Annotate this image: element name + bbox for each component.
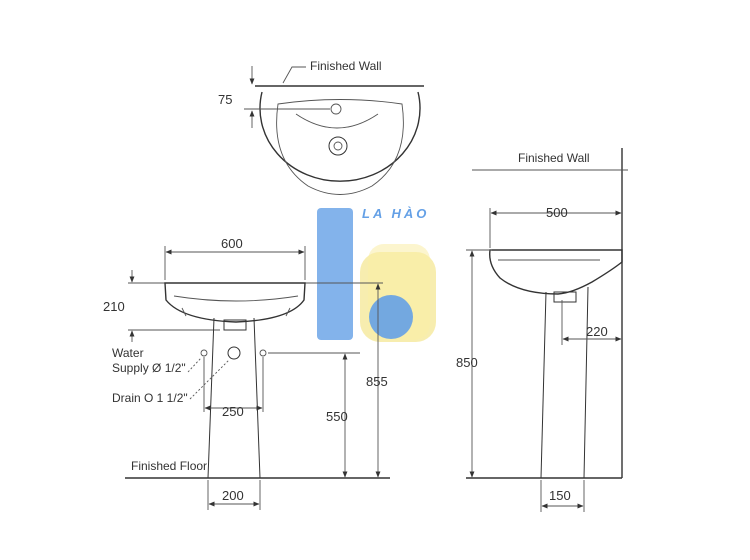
watermark-logo: LA HÀO <box>317 206 436 342</box>
dim-500: 500 <box>546 205 568 220</box>
dim-75: 75 <box>218 92 232 107</box>
side-view: Finished Wall 500 220 850 150 <box>456 148 628 512</box>
water-supply-left <box>200 349 208 357</box>
trap-side <box>553 291 577 303</box>
dim-855: 855 <box>366 374 388 389</box>
drain-hole-inner <box>333 141 343 151</box>
dim-550: 550 <box>326 409 348 424</box>
dim-150: 150 <box>549 488 571 503</box>
basin-front <box>164 282 306 323</box>
dim-200: 200 <box>222 488 244 503</box>
drain-outlet <box>227 346 241 360</box>
pedestal-side <box>540 286 589 479</box>
front-view: 600 210 Water Supply Ø 1/2" Drain O 1 1/… <box>103 236 390 510</box>
dim-600: 600 <box>221 236 243 251</box>
pedestal-front <box>207 317 261 479</box>
leader-finished-wall <box>282 66 306 84</box>
label-finished-wall-top: Finished Wall <box>310 59 382 73</box>
top-view: Finished Wall 75 <box>218 59 424 195</box>
dim-210: 210 <box>103 299 125 314</box>
label-supply: Supply Ø 1/2" <box>112 361 186 375</box>
dim-250: 250 <box>222 404 244 419</box>
basin-bowl-plan <box>276 99 404 195</box>
drain-hole-plan <box>328 136 348 156</box>
label-finished-floor: Finished Floor <box>131 459 207 473</box>
label-drain: Drain O 1 1/2" <box>112 391 188 405</box>
overflow-curve <box>295 113 379 129</box>
basin-outline-plan <box>259 91 421 182</box>
dim-220: 220 <box>586 324 608 339</box>
basin-side <box>489 249 623 295</box>
label-water: Water <box>112 346 144 360</box>
dim-850: 850 <box>456 355 478 370</box>
basin-front-rim <box>173 295 299 302</box>
watermark-text: LA HÀO <box>362 206 429 221</box>
water-supply-right <box>259 349 267 357</box>
trap-front <box>223 319 247 331</box>
label-finished-wall-side: Finished Wall <box>518 151 590 165</box>
tap-hole <box>330 103 342 115</box>
